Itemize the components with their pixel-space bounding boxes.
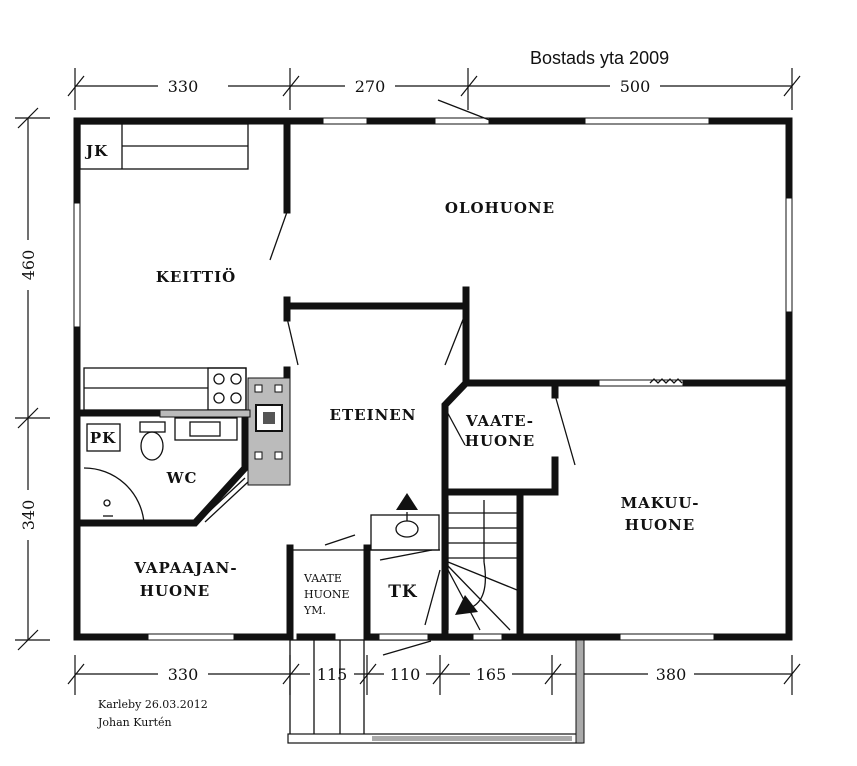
dim-bottom-1: 330 <box>168 665 199 684</box>
room-label-vaatehuone-1: VAATE- <box>465 412 534 430</box>
room-label-vapaajanhuone-2: HUONE <box>140 582 210 600</box>
dim-bottom-3: 110 <box>390 665 421 684</box>
room-label-vapaajanhuone-1: VAPAAJAN- <box>133 559 237 577</box>
dim-top-3: 500 <box>620 77 651 96</box>
staircase <box>447 500 518 631</box>
windows <box>73 117 793 641</box>
left-dimension-line <box>15 107 50 651</box>
fixtures <box>79 99 683 656</box>
room-label-vaate-ym-1: VAATE <box>303 572 342 585</box>
bottom-dimension-line <box>67 655 801 695</box>
entrance-porch <box>287 639 585 744</box>
room-label-wc: WC <box>166 469 198 487</box>
place-date: Karleby 26.03.2012 <box>98 698 208 711</box>
author: Johan Kurtén <box>97 716 172 729</box>
room-label-keittio: KEITTIÖ <box>156 267 236 286</box>
room-label-makuuhuone-1: MAKUU- <box>621 494 700 512</box>
room-label-eteinen: ETEINEN <box>330 406 417 424</box>
room-label-makuuhuone-2: HUONE <box>625 516 695 534</box>
dim-bottom-2: 115 <box>317 665 348 684</box>
room-label-vaate-ym-3: YM. <box>303 604 326 617</box>
dim-left-2: 340 <box>19 500 38 531</box>
dim-bottom-5: 380 <box>656 665 687 684</box>
dim-top-1: 330 <box>168 77 199 96</box>
room-label-tk: TK <box>388 582 418 602</box>
room-label-vaatehuone-2: HUONE <box>465 432 535 450</box>
room-label-pk: PK <box>90 429 116 447</box>
dim-top-2: 270 <box>355 77 386 96</box>
plan-title: Bostads yta 2009 <box>530 48 669 68</box>
dim-bottom-4: 165 <box>476 665 507 684</box>
dim-left-1: 460 <box>19 250 38 281</box>
room-label-olohuone: OLOHUONE <box>445 199 555 217</box>
walls <box>73 117 793 641</box>
room-label-jk: JK <box>84 142 108 160</box>
top-dimension-line <box>67 68 801 110</box>
room-label-vaate-ym-2: HUONE <box>304 588 350 601</box>
